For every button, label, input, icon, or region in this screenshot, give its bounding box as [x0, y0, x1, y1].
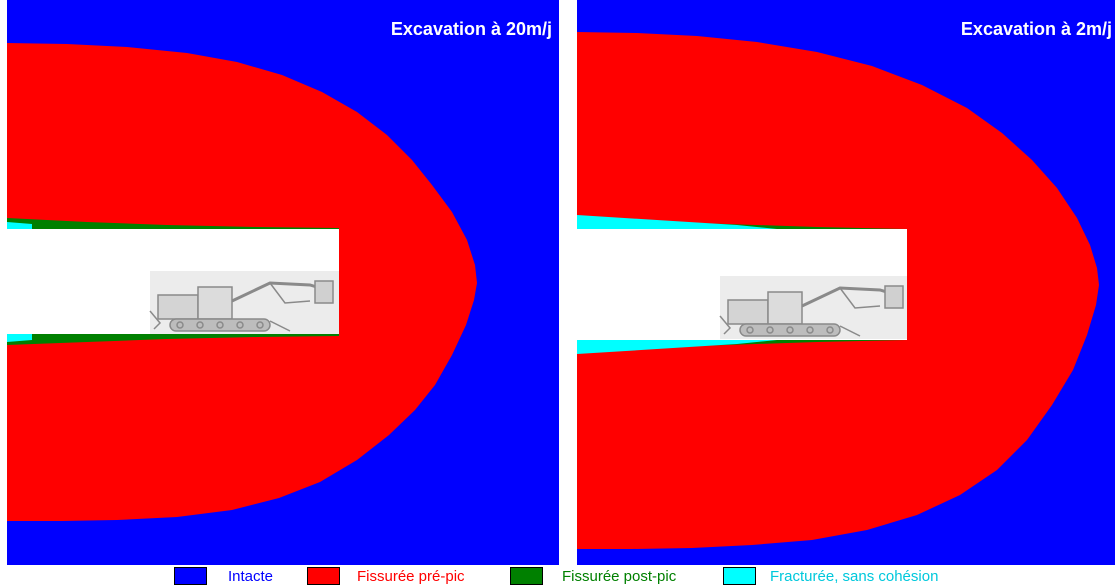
- panel-excavation-20: Excavation à 20m/j: [7, 0, 559, 565]
- panel-title: Excavation à 2m/j: [961, 19, 1112, 39]
- zone-map-2: Excavation à 2m/j: [577, 0, 1115, 565]
- legend-label-pre-peak: Fissurée pré-pic: [357, 568, 465, 585]
- legend-label-post-peak: Fissurée post-pic: [562, 568, 677, 585]
- legend-label-fractured: Fracturée, sans cohésion: [770, 568, 939, 585]
- legend-swatch-pre-peak: [307, 567, 340, 585]
- legend-label-intact: Intacte: [228, 568, 274, 585]
- fractured-zone-lower: [577, 340, 777, 354]
- legend-swatch-fractured: [723, 567, 756, 585]
- post-peak-fissured-zone: [7, 218, 339, 229]
- fractured-zone-lower: [7, 334, 32, 342]
- fractured-zone: [7, 222, 32, 229]
- legend: Intacte Fissurée pré-pic Fissurée post-p…: [0, 565, 1115, 586]
- legend-swatch-post-peak: [510, 567, 543, 585]
- tunnel-boring-machine-icon: [719, 276, 907, 339]
- zone-map-20: Excavation à 20m/j: [7, 0, 559, 565]
- fractured-zone: [577, 215, 777, 229]
- legend-swatch-intact: [174, 567, 207, 585]
- panel-title: Excavation à 20m/j: [391, 19, 552, 39]
- tunnel-boring-machine-icon: [149, 271, 339, 334]
- post-peak-fissured-zone-lower: [7, 334, 339, 345]
- panel-excavation-2: Excavation à 2m/j: [577, 0, 1115, 565]
